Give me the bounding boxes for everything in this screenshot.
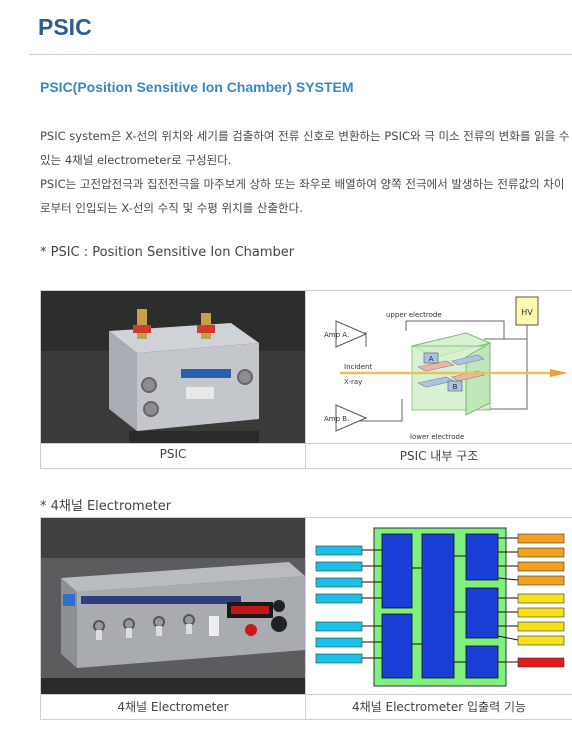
- title-divider: [29, 54, 572, 55]
- xray-label: X-ray: [344, 378, 362, 386]
- psic-caption-row: PSIC PSIC 내부 구조: [41, 443, 572, 469]
- electrometer-subheading: * 4채널 Electrometer: [40, 499, 172, 514]
- amp-b-label: Amp B.: [324, 415, 349, 423]
- psic-photo: [41, 291, 305, 443]
- electrometer-figure-divider: [305, 518, 306, 719]
- section-heading: PSIC(Position Sensitive Ion Chamber) SYS…: [40, 79, 354, 95]
- psic-structure-diagram: HV A B Amp A.: [306, 291, 572, 443]
- psic-figure-divider: [305, 291, 306, 468]
- lower-electrode-label: lower electrode: [410, 433, 464, 441]
- electrometer-caption-divider: [305, 695, 306, 720]
- psic-figure-table: HV A B Amp A.: [40, 290, 572, 469]
- psic-caption-divider: [305, 444, 306, 469]
- psic-footnote: * PSIC : Position Sensitive Ion Chamber: [40, 245, 295, 260]
- intro-paragraph-2: PSIC는 고전압전극과 집전전극을 마주보게 상하 또는 좌우로 배열하여 양…: [40, 177, 565, 215]
- electrometer-figure-table: 4채널 Electrometer 4채널 Electrometer 입출력 기능: [40, 517, 572, 720]
- psic-structure-caption: PSIC 내부 구조: [399, 449, 479, 463]
- plate-a-label: A: [429, 355, 434, 363]
- plate-b-label: B: [453, 383, 458, 391]
- electrometer-caption-row: 4채널 Electrometer 4채널 Electrometer 입출력 기능: [41, 694, 572, 720]
- hv-label: HV: [521, 308, 533, 317]
- electrometer-photo: [41, 518, 305, 694]
- electrometer-caption: 4채널 Electrometer: [117, 700, 229, 714]
- page-title: PSIC: [38, 14, 92, 40]
- electrometer-io-diagram: [306, 518, 572, 694]
- psic-caption: PSIC: [159, 447, 187, 461]
- amp-a-label: Amp A.: [324, 331, 349, 339]
- intro-paragraph-1: PSIC system은 X-선의 위치와 세기를 검출하여 전류 신호로 변환…: [40, 129, 570, 167]
- incident-label: Incident: [344, 363, 372, 371]
- electrometer-io-caption: 4채널 Electrometer 입출력 기능: [351, 700, 527, 714]
- upper-electrode-label: upper electrode: [386, 311, 442, 319]
